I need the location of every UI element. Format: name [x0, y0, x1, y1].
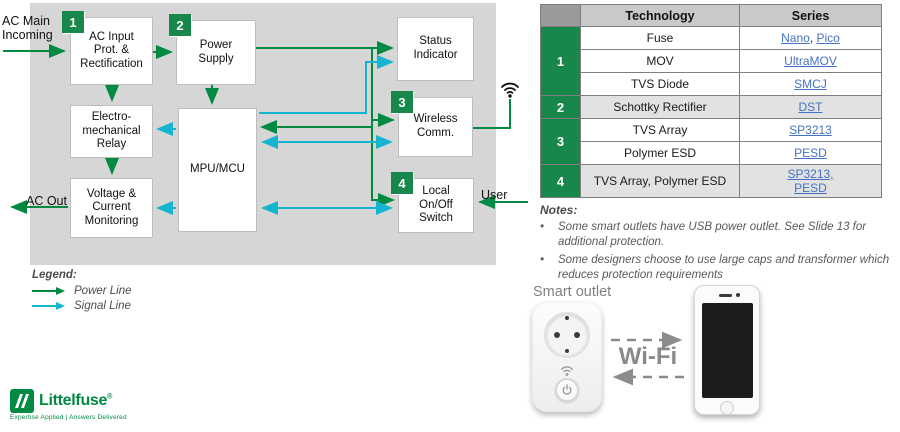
table-row: Polymer ESD PESD: [541, 141, 882, 165]
block-mpu-mcu: MPU/MCU: [178, 108, 257, 232]
registered-mark: ®: [107, 393, 112, 401]
note-item: • Some smart outlets have USB power outl…: [540, 220, 892, 249]
smartphone-image: [694, 285, 760, 415]
series-link[interactable]: SP3213,: [787, 167, 834, 181]
littelfuse-logo-icon: [10, 389, 34, 413]
power-line-arrow-icon: [32, 286, 65, 295]
littelfuse-logo: Littelfuse® Expertise Applied | Answers …: [10, 389, 127, 421]
table-row: 4 TVS Array, Polymer ESD SP3213,PESD: [540, 164, 882, 198]
step-badge-2: 2: [169, 14, 191, 36]
signal-line-arrow-icon: [32, 301, 65, 310]
block-label: Local On/Off Switch: [419, 185, 453, 225]
socket-hole: [565, 316, 569, 320]
group-number-2: 2: [540, 95, 581, 119]
label-ac-main-incoming: AC Main Incoming: [2, 14, 53, 43]
notes-title: Notes:: [540, 203, 578, 217]
phone-home-button: [720, 401, 734, 415]
note-item: • Some designers choose to use large cap…: [540, 253, 892, 282]
series-cell: SP3213,PESD: [739, 164, 882, 198]
series-cell: SP3213: [739, 118, 882, 142]
series-link[interactable]: DST: [798, 100, 823, 114]
note-text: Some smart outlets have USB power outlet…: [558, 221, 867, 248]
table-row: MOV UltraMOV: [541, 49, 882, 73]
tech-cell: Schottky Rectifier: [580, 95, 740, 119]
block-label: AC Input Prot. & Rectification: [80, 30, 143, 70]
series-cell: UltraMOV: [739, 49, 882, 73]
series-link[interactable]: SP3213: [789, 123, 832, 137]
smart-outlet-label: Smart outlet: [533, 284, 612, 300]
legend-title: Legend:: [32, 269, 77, 281]
group-number-4: 4: [540, 164, 581, 198]
label-ac-out: AC Out: [26, 194, 67, 208]
series-link[interactable]: PESD: [794, 181, 827, 195]
series-link[interactable]: Nano: [781, 31, 810, 45]
series-cell: DST: [739, 95, 882, 119]
smart-outlet-image: [532, 302, 602, 412]
block-label: Wireless Comm.: [413, 113, 458, 139]
series-link[interactable]: UltraMOV: [784, 54, 837, 68]
group-number-3: 3: [540, 118, 581, 165]
series-cell: Nano, Pico: [739, 26, 882, 50]
block-label: Status Indicator: [413, 35, 458, 61]
tech-cell: Polymer ESD: [580, 141, 740, 165]
bullet-icon: •: [540, 221, 545, 233]
series-link[interactable]: PESD: [794, 146, 827, 160]
block-label: Power Supply: [198, 38, 234, 65]
legend-label: Signal Line: [74, 299, 131, 312]
header-technology: Technology: [580, 4, 740, 27]
step-badge-3: 3: [391, 91, 413, 113]
power-icon: [562, 384, 572, 395]
tech-cell: TVS Array, Polymer ESD: [580, 164, 740, 198]
series-link[interactable]: Pico: [816, 31, 840, 45]
table-row: TVS Diode SMCJ: [541, 72, 882, 96]
tech-cell: TVS Array: [580, 118, 740, 142]
block-ac-input: AC Input Prot. & Rectification: [70, 17, 153, 85]
series-cell: SMCJ: [739, 72, 882, 96]
header-number-column: [540, 4, 581, 27]
series-link[interactable]: SMCJ: [794, 77, 827, 91]
phone-camera: [736, 293, 740, 297]
wifi-text: Wi-Fi: [618, 343, 678, 370]
phone-speaker: [719, 294, 732, 297]
brand-name: Littelfuse®: [39, 392, 112, 409]
block-voltage-current-monitoring: Voltage & Current Monitoring: [70, 178, 153, 238]
step-badge-1: 1: [62, 11, 84, 33]
technology-series-table: Technology Series 1 Fuse Nano, Pico MOV …: [540, 4, 882, 198]
socket-hole: [565, 349, 569, 353]
block-label: MPU/MCU: [190, 163, 245, 176]
plug-wifi-icon: [561, 366, 573, 376]
phone-screen: [702, 303, 753, 398]
socket-hole: [554, 332, 560, 338]
tech-cell: Fuse: [580, 26, 740, 50]
table-row: 3 TVS Array SP3213: [540, 118, 882, 165]
block-status-indicator: Status Indicator: [397, 17, 474, 81]
table-row: 2 Schottky Rectifier DST: [540, 95, 882, 119]
step-badge-4: 4: [391, 172, 413, 194]
table-row: 1 Fuse Nano, Pico: [540, 26, 882, 96]
block-label: Voltage & Current Monitoring: [84, 187, 139, 227]
series-separator: ,: [809, 31, 817, 45]
legend-label: Power Line: [74, 284, 132, 297]
legend: Legend: Power Line Signal Line: [32, 269, 192, 313]
group-number-1: 1: [540, 26, 581, 96]
legend-item-power-line: Power Line: [32, 283, 192, 298]
socket-hole: [574, 332, 580, 338]
tech-cell: TVS Diode: [580, 72, 740, 96]
socket-face: [544, 312, 590, 358]
power-button: [555, 378, 579, 402]
block-label: Electro-mechanical Relay: [82, 111, 141, 151]
wifi-icon: [501, 82, 519, 98]
legend-item-signal-line: Signal Line: [32, 298, 192, 313]
table-header-row: Technology Series: [540, 4, 882, 27]
notes-section: Notes: • Some smart outlets have USB pow…: [540, 203, 892, 287]
label-user: User: [481, 188, 508, 202]
bullet-icon: •: [540, 254, 545, 267]
series-cell: PESD: [739, 141, 882, 165]
brand-tagline: Expertise Applied | Answers Delivered: [10, 414, 127, 421]
header-series: Series: [739, 4, 882, 27]
note-text: Some designers choose to use large caps …: [558, 254, 890, 282]
tech-cell: MOV: [580, 49, 740, 73]
block-electromechanical-relay: Electro-mechanical Relay: [70, 105, 153, 158]
